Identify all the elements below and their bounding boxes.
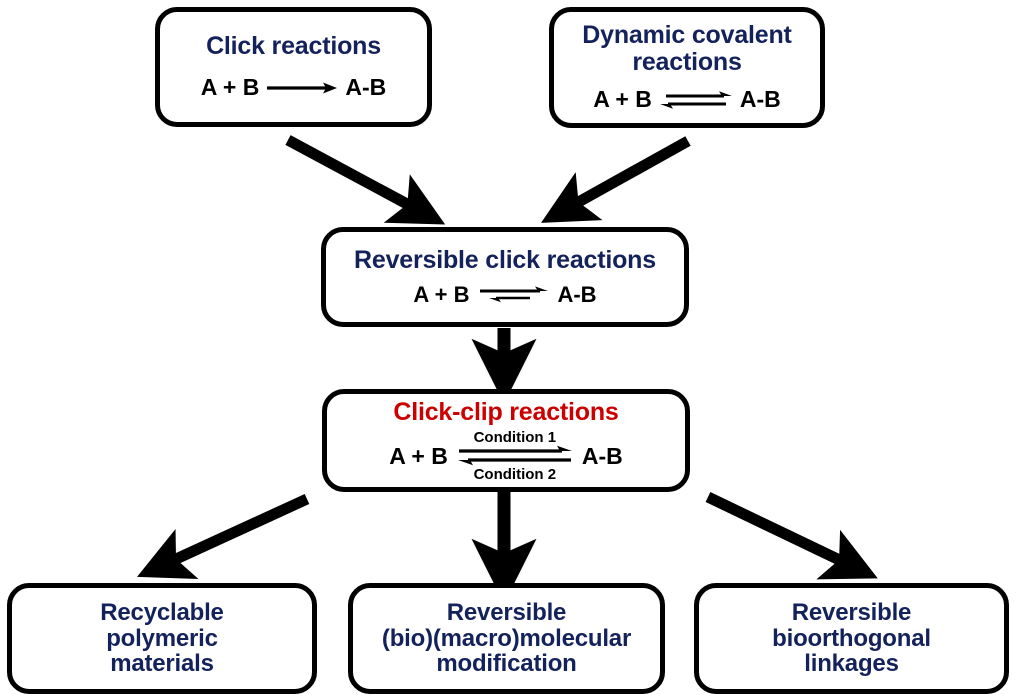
node-dynamic-covalent-reactions[interactable]: Dynamic covalent reactions A + B A-B — [549, 7, 825, 128]
title-line-1: Reversible — [791, 598, 912, 626]
connector-dynamic-to-reversible — [541, 136, 691, 223]
condition-bottom-label: Condition 2 — [473, 466, 557, 483]
title-line-1: Recyclable — [100, 598, 224, 626]
node-recyclable-polymeric-materials-title: Recyclable polymeric materials — [100, 598, 224, 678]
equation-left: A + B — [593, 86, 652, 112]
equation-left: A + B — [389, 442, 448, 469]
node-click-clip-reactions-equation: A + B Condition 1 Condition 2 A-B — [389, 430, 622, 482]
equation-left: A + B — [200, 74, 260, 100]
title-line-2: (bio)(macro)molecular — [381, 624, 632, 652]
title-line-3: linkages — [804, 650, 899, 678]
equation-right: A-B — [581, 442, 623, 469]
node-reversible-bioorthogonal-linkages[interactable]: Reversible bioorthogonal linkages — [694, 583, 1009, 694]
title-line-3: materials — [110, 650, 214, 678]
equation-right: A-B — [557, 281, 597, 307]
condition-top-label: Condition 1 — [473, 429, 557, 446]
equation-left: A + B — [413, 281, 470, 307]
node-reversible-biomacromolecular-modification[interactable]: Reversible (bio)(macro)molecular modific… — [348, 583, 665, 694]
node-click-reactions-equation: A + B A-B — [201, 74, 386, 101]
node-click-reactions-title: Click reactions — [206, 32, 381, 60]
title-line-2: bioorthogonal — [772, 624, 931, 652]
title-line-1: Reversible — [446, 598, 567, 626]
node-click-clip-reactions-title: Click-clip reactions — [393, 398, 619, 426]
equation-right: A-B — [345, 74, 387, 100]
single-right-arrow-icon — [267, 82, 338, 93]
node-reversible-biomacromolecular-modification-title: Reversible (bio)(macro)molecular modific… — [381, 598, 632, 678]
connector-clickclip-to-bioorthogonal — [705, 492, 878, 580]
connector-clickclip-to-recyclable — [137, 494, 310, 579]
equilibrium-arrow-icon — [480, 285, 549, 302]
equilibrium-arrow-icon — [659, 90, 732, 109]
equilibrium-arrow-icon — [457, 445, 572, 466]
node-click-reactions[interactable]: Click reactions A + B A-B — [155, 7, 432, 127]
node-reversible-click-reactions-title: Reversible click reactions — [354, 245, 656, 274]
equation-right: A-B — [739, 86, 781, 112]
node-recyclable-polymeric-materials[interactable]: Recyclable polymeric materials — [7, 583, 317, 694]
node-dynamic-covalent-reactions-equation: A + B A-B — [593, 86, 780, 113]
title-line-2: polymeric — [106, 624, 218, 652]
title-line-3: modification — [436, 650, 577, 678]
node-dynamic-covalent-reactions-title: Dynamic covalent reactions — [582, 21, 792, 76]
node-reversible-click-reactions[interactable]: Reversible click reactions A + B A-B — [321, 227, 689, 327]
connector-click-to-reversible — [285, 135, 446, 225]
equilibrium-with-conditions: Condition 1 Condition 2 — [456, 430, 574, 482]
node-click-clip-reactions[interactable]: Click-clip reactions A + B Condition 1 C… — [322, 389, 690, 492]
node-reversible-click-reactions-equation: A + B A-B — [413, 282, 596, 308]
node-reversible-bioorthogonal-linkages-title: Reversible bioorthogonal linkages — [772, 598, 931, 678]
